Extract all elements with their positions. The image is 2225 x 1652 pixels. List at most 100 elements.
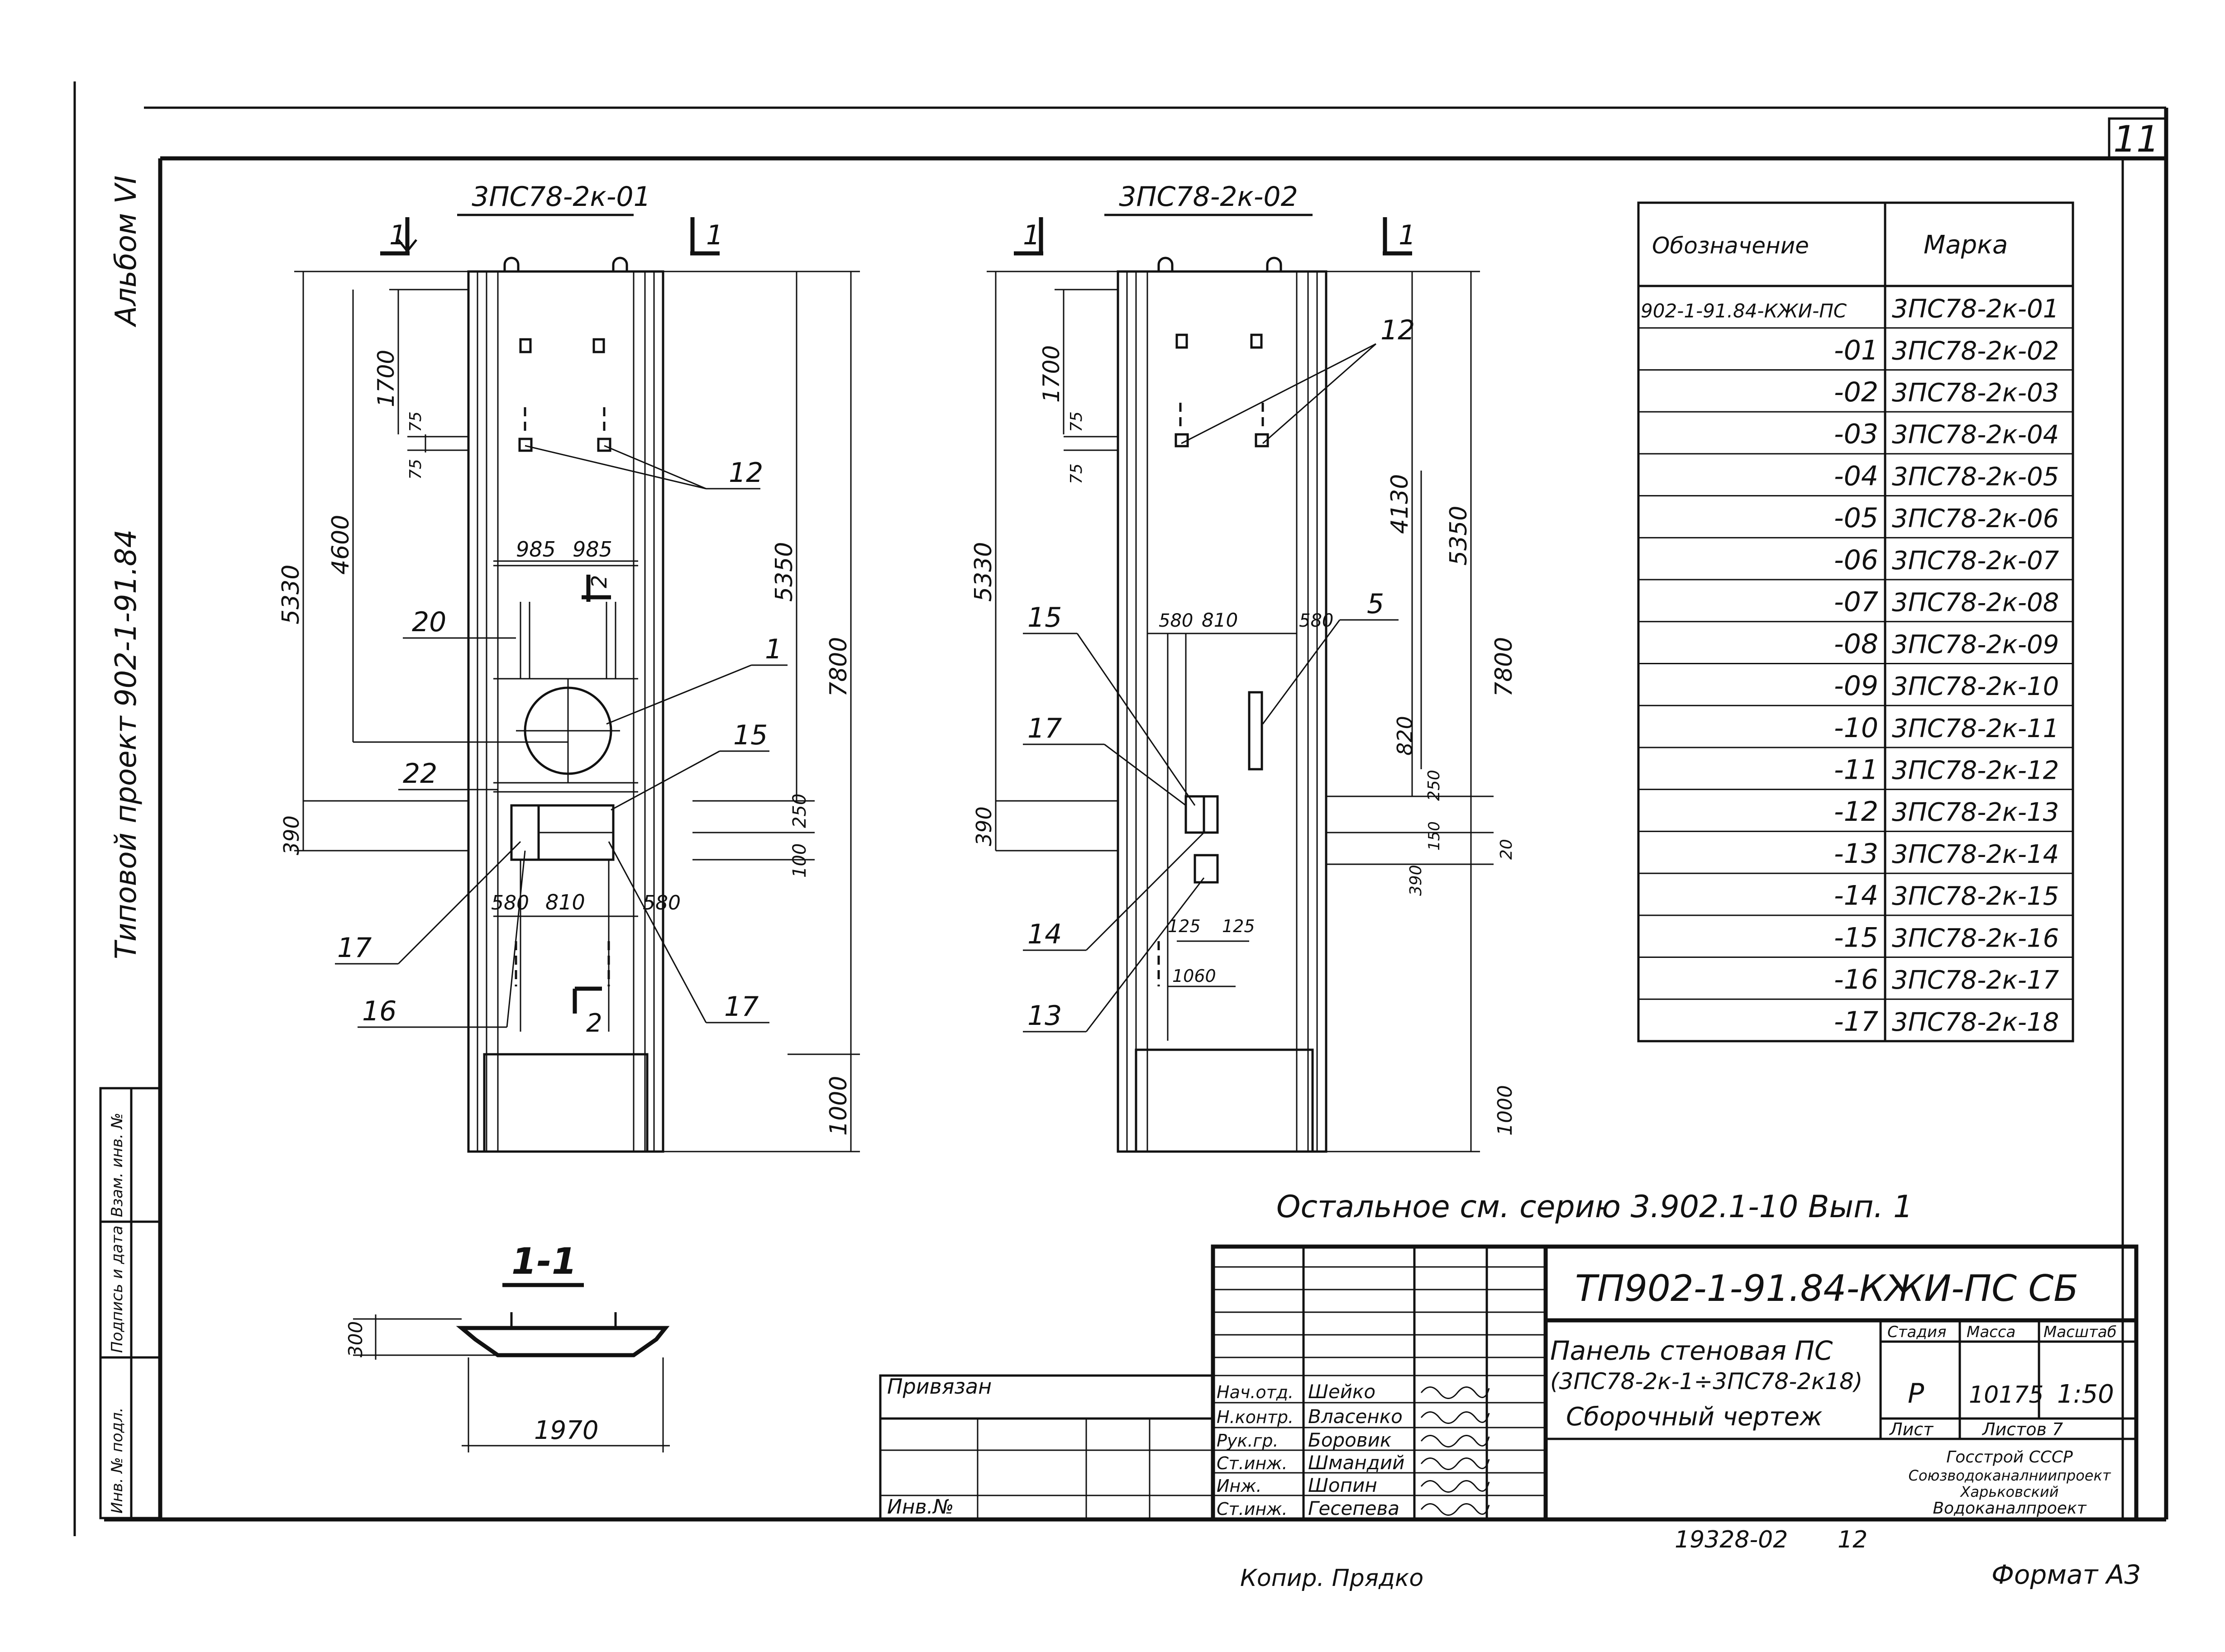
org-line-4: Водоканалпроект xyxy=(1933,1499,2087,1518)
table-cell-mark: 3ПС78-2к-07 xyxy=(1892,546,2059,576)
sheet-label: Лист xyxy=(1889,1419,1934,1439)
table-header-designation: Обозначение xyxy=(1652,233,1809,259)
title-name-3: Сборочный чертеж xyxy=(1566,1402,1822,1432)
left-callout-22: 22 xyxy=(403,758,437,790)
stage-value: Р xyxy=(1908,1378,1924,1409)
right-dim-75b: 75 xyxy=(1067,463,1086,484)
scale-label: Масштаб xyxy=(2044,1323,2117,1341)
signature-mark xyxy=(1420,1435,1490,1447)
title-block: ТП902-1-91.84-КЖИ-ПС СБ Панель стеновая … xyxy=(879,1244,2139,1522)
table-cell-designation: -14 xyxy=(1834,880,1878,912)
strip-sign-label: Подпись и дата xyxy=(108,1225,126,1353)
table-cell-designation: -01 xyxy=(1834,334,1878,366)
right-dim-4130: 4130 xyxy=(1386,474,1413,534)
left-dim-985b: 985 xyxy=(573,537,612,562)
section-1-1: 1-1 300 1970 xyxy=(344,1240,670,1452)
title-person: Гесепева xyxy=(1308,1497,1399,1519)
table-cell-designation: -04 xyxy=(1834,460,1878,492)
right-dim-125b: 125 xyxy=(1222,916,1255,936)
signature-mark xyxy=(1420,1503,1490,1516)
left-dim-810: 810 xyxy=(545,890,585,914)
title-role: Рук.гр. xyxy=(1217,1431,1279,1451)
section-height: 300 xyxy=(344,1321,367,1357)
left-view-title: 3ПС78-2к-01 xyxy=(472,181,651,213)
table-cell-designation: -17 xyxy=(1834,1006,1878,1038)
sheet-number: 11 xyxy=(2113,118,2159,160)
strip-inv-label: Инв. № подл. xyxy=(108,1407,126,1514)
table-cell-designation: -11 xyxy=(1834,754,1878,786)
table-cell-mark: 3ПС78-2к-18 xyxy=(1892,1008,2059,1037)
left-dim-75a: 75 xyxy=(406,411,425,432)
right-dim-1060: 1060 xyxy=(1172,966,1216,986)
left-callout-20: 20 xyxy=(412,606,446,638)
title-role: Нач.отд. xyxy=(1217,1382,1294,1402)
table-cell-mark: 3ПС78-2к-14 xyxy=(1892,840,2059,869)
project-label: Типовой проект 902-1-91.84 xyxy=(110,529,143,959)
mass-value: 10175 xyxy=(1969,1381,2044,1409)
org-line-1: Госстрой СССР xyxy=(1946,1448,2073,1466)
right-dim-390b: 390 xyxy=(1407,865,1425,896)
table-cell-designation: -16 xyxy=(1834,964,1878,995)
table-cell-mark: 3ПС78-2к-08 xyxy=(1892,588,2059,618)
right-cut-mark-b: 1 xyxy=(1399,219,1416,251)
left-dim-5330: 5330 xyxy=(277,565,305,624)
left-panel-view: 3ПС78-2к-01 1 1 xyxy=(277,181,860,1153)
left-callout-15: 15 xyxy=(733,719,768,751)
footer-page: 12 xyxy=(1838,1526,1867,1553)
table-cell-designation: -10 xyxy=(1834,712,1878,744)
table-cell-mark: 3ПС78-2к-15 xyxy=(1892,882,2059,911)
right-callout-13: 13 xyxy=(1027,1000,1062,1032)
left-callout-1: 1 xyxy=(765,633,782,665)
right-dim-7800: 7800 xyxy=(1490,637,1518,697)
right-dim-150: 150 xyxy=(1425,821,1443,851)
right-dim-1000: 1000 xyxy=(1494,1085,1517,1136)
right-callout-5: 5 xyxy=(1367,588,1384,620)
table-cell-mark: 3ПС78-2к-12 xyxy=(1892,756,2059,785)
table-cell-mark: 3ПС78-2к-16 xyxy=(1892,924,2059,953)
title-name-1: Панель стеновая ПС xyxy=(1550,1335,1833,1366)
left-dim-580a: 580 xyxy=(491,891,529,914)
title-person: Боровик xyxy=(1308,1429,1392,1451)
right-dim-810: 810 xyxy=(1202,609,1238,631)
sheets-label: Листов 7 xyxy=(1981,1419,2063,1439)
stage-label: Стадия xyxy=(1887,1323,1946,1341)
table-cell-designation: -06 xyxy=(1834,544,1878,576)
left-dim-390: 390 xyxy=(279,815,304,855)
right-dim-580a: 580 xyxy=(1159,610,1193,631)
table-header-mark: Марка xyxy=(1924,230,2008,260)
drawing-code: ТП902-1-91.84-КЖИ-ПС СБ xyxy=(1575,1267,2078,1309)
right-dim-250: 250 xyxy=(1425,770,1443,801)
right-callout-15: 15 xyxy=(1027,602,1062,633)
left-callout-17b: 17 xyxy=(724,991,759,1023)
left-cut-mark-a: 1 xyxy=(389,219,406,251)
signature-mark xyxy=(1420,1386,1490,1399)
right-callout-14: 14 xyxy=(1027,919,1062,950)
right-view-title: 3ПС78-2к-02 xyxy=(1119,181,1298,213)
left-cut-mark-b: 1 xyxy=(706,219,723,251)
right-cut-mark-a: 1 xyxy=(1023,219,1040,251)
table-cell-mark: 3ПС78-2к-03 xyxy=(1892,378,2059,408)
title-person: Шопин xyxy=(1308,1474,1377,1496)
left-dim-250: 250 xyxy=(789,794,810,828)
left-dim-1000: 1000 xyxy=(825,1076,852,1136)
inv-no-label: Инв.№ xyxy=(887,1495,954,1519)
table-cell-designation: 902-1-91.84-КЖИ-ПС xyxy=(1641,300,1847,322)
table-cell-mark: 3ПС78-2к-17 xyxy=(1892,966,2059,995)
table-cell-designation: -08 xyxy=(1834,628,1878,660)
right-dim-1700: 1700 xyxy=(1038,345,1065,403)
right-panel-view: 3ПС78-2к-02 1 1 xyxy=(970,181,1518,1153)
org-line-3: Харьковский xyxy=(1960,1483,2059,1500)
footer-format: Формат А3 xyxy=(1991,1559,2141,1590)
title-role: Н.контр. xyxy=(1217,1407,1294,1427)
table-cell-designation: -12 xyxy=(1834,796,1878,828)
right-dim-820: 820 xyxy=(1393,716,1417,756)
table-cell-mark: 3ПС78-2к-06 xyxy=(1892,504,2059,533)
table-cell-mark: 3ПС78-2к-05 xyxy=(1892,462,2059,491)
table-cell-mark: 3ПС78-2к-04 xyxy=(1892,420,2059,450)
table-cell-designation: -15 xyxy=(1834,922,1878,953)
left-dim-100: 100 xyxy=(789,843,810,878)
footer-copier: Копир. Прядко xyxy=(1240,1565,1423,1592)
table-cell-designation: -05 xyxy=(1834,502,1878,534)
